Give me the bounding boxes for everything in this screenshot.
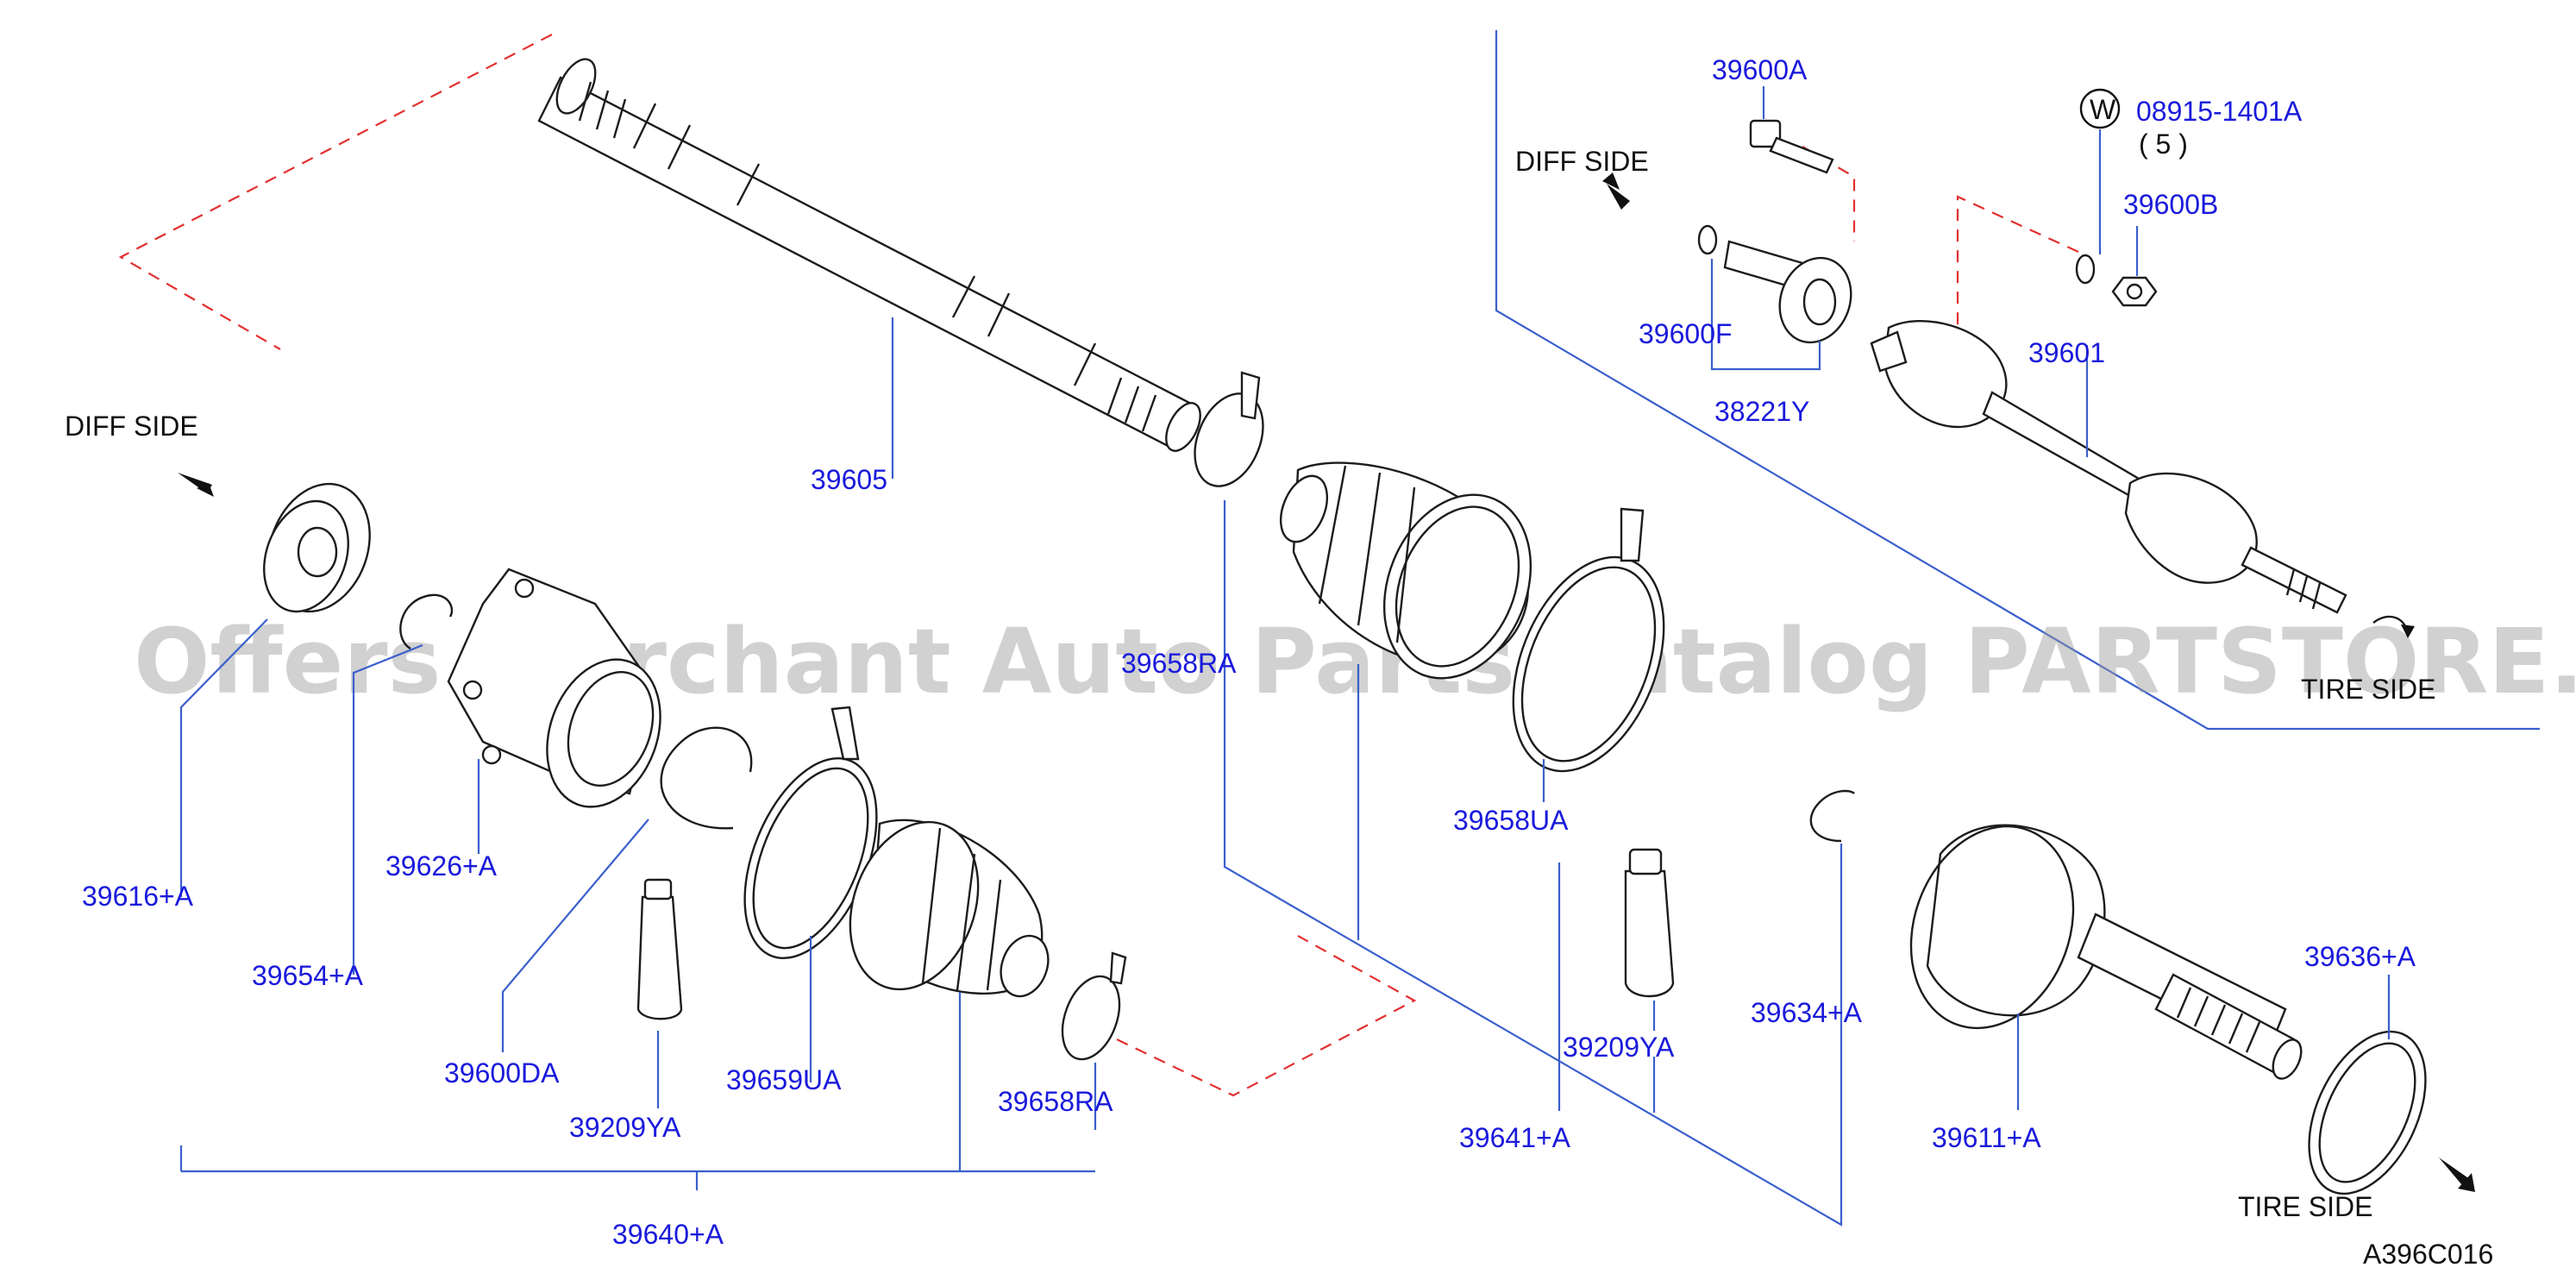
callout-39605[interactable]: 39605 xyxy=(811,464,887,495)
flange-38221y[interactable] xyxy=(1723,240,1863,353)
alignment-dash-boot xyxy=(1116,935,1417,1097)
callout-39600da[interactable]: 39600DA xyxy=(444,1057,560,1089)
alignment-dash-washer xyxy=(1956,195,2079,332)
callout-39600a[interactable]: 39600A xyxy=(1712,54,1808,85)
diff-side-label-left: DIFF SIDE xyxy=(65,411,198,442)
housing-39626[interactable] xyxy=(447,568,680,823)
diff-side-arrow-inset xyxy=(1602,173,1630,210)
callout-39659[interactable]: 39659UA xyxy=(726,1064,842,1095)
callout-39611[interactable]: 39611+A xyxy=(1932,1122,2041,1153)
shaft-39605[interactable] xyxy=(537,53,1207,456)
callout-39654[interactable]: 39654+A xyxy=(252,960,364,991)
callout-39641[interactable]: 39641+A xyxy=(1459,1122,1571,1153)
bolt-39600a[interactable] xyxy=(1749,119,1834,174)
rotation-arrowhead-inset xyxy=(2401,624,2415,638)
callout-39640[interactable]: 39640+A xyxy=(612,1219,724,1250)
callout-39616[interactable]: 39616+A xyxy=(82,881,194,912)
circlip-39600da[interactable] xyxy=(660,726,753,830)
callout-39601[interactable]: 39601 xyxy=(2028,337,2105,368)
leader-39641-group xyxy=(1223,500,1843,1227)
washer-nut-39600b[interactable] xyxy=(2075,254,2158,307)
leader-39654 xyxy=(352,643,423,975)
leader-39616 xyxy=(179,618,268,897)
driveshaft-assy-39601[interactable] xyxy=(1870,320,2347,614)
alignment-dash-shaft xyxy=(118,34,553,350)
band-39658ra-upper[interactable] xyxy=(1182,371,1276,496)
dust-cover-39616[interactable] xyxy=(249,469,386,625)
callout-39600f[interactable]: 39600F xyxy=(1639,318,1733,349)
inset-frame xyxy=(1495,30,2540,731)
band-39658ua[interactable] xyxy=(1484,507,1693,794)
grease-tube-right[interactable] xyxy=(1624,848,1675,998)
snap-ring-39654[interactable] xyxy=(399,593,454,650)
tire-side-label-inset: TIRE SIDE xyxy=(2301,674,2435,705)
tire-side-label-bottom: TIRE SIDE xyxy=(2238,1191,2372,1222)
callout-39658ra-lower[interactable]: 39658RA xyxy=(998,1086,1113,1117)
callout-39634[interactable]: 39634+A xyxy=(1751,997,1863,1028)
washer-symbol: W xyxy=(2090,94,2116,125)
outer-joint-39611[interactable] xyxy=(1883,803,2306,1082)
seal-ring-39636[interactable] xyxy=(2285,1013,2449,1212)
callout-39209-left[interactable]: 39209YA xyxy=(569,1112,681,1143)
oring-39600f[interactable] xyxy=(1697,224,1718,255)
callout-39600b[interactable]: 39600B xyxy=(2123,189,2218,220)
grease-tube-left[interactable] xyxy=(636,878,683,1020)
boot-lower[interactable] xyxy=(828,804,1056,1007)
boot-upper[interactable] xyxy=(1272,461,1558,700)
circlip-39634[interactable] xyxy=(1809,789,1855,843)
diff-side-arrow-left xyxy=(178,473,214,497)
callout-38221y[interactable]: 38221Y xyxy=(1714,396,1809,427)
callout-39626[interactable]: 39626+A xyxy=(385,850,498,882)
callout-39209-right[interactable]: 39209YA xyxy=(1563,1032,1675,1063)
tire-side-arrow-bottom xyxy=(2439,1158,2475,1192)
band-39658ra-lower[interactable] xyxy=(1052,951,1131,1067)
washer-symbol-circle xyxy=(2079,88,2121,129)
callout-08915-qty: ( 5 ) xyxy=(2139,129,2188,160)
callout-08915[interactable]: 08915-1401A xyxy=(2136,96,2303,127)
diagram-code: A396C016 xyxy=(2363,1239,2493,1270)
callout-39658ua[interactable]: 39658UA xyxy=(1453,805,1569,836)
leader-38221y xyxy=(1710,259,1821,371)
leader-39600da xyxy=(501,819,649,1052)
callout-39636[interactable]: 39636+A xyxy=(2304,941,2416,972)
diff-side-label-inset: DIFF SIDE xyxy=(1515,146,1649,177)
callout-39658ra-upper[interactable]: 39658RA xyxy=(1121,648,1237,679)
